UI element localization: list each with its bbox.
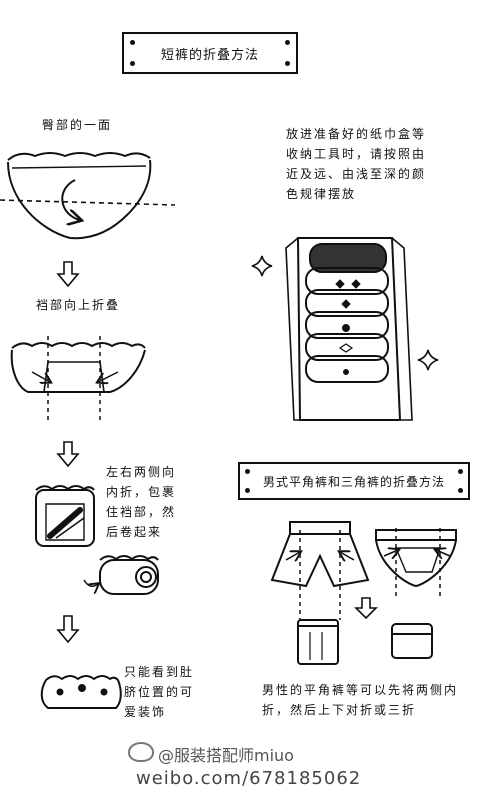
briefs-drawing bbox=[375, 528, 457, 598]
men-section-title-box: 男式平角裤和三角裤的折叠方法 bbox=[238, 462, 470, 500]
men-section-title: 男式平角裤和三角裤的折叠方法 bbox=[262, 474, 445, 489]
down-arrow-4 bbox=[354, 597, 378, 620]
step1-label: 臀部的一面 bbox=[42, 118, 113, 132]
folded-briefs-drawing bbox=[391, 623, 433, 659]
underwear-back-drawing bbox=[0, 152, 176, 240]
main-title-box: 短裤的折叠方法 bbox=[122, 32, 298, 74]
boxer-shorts-drawing bbox=[270, 521, 370, 620]
storage-box-drawing bbox=[285, 237, 413, 421]
main-title: 短裤的折叠方法 bbox=[160, 47, 259, 63]
watermark-url: weibo.com/678185062 bbox=[136, 768, 362, 789]
sides-fold-drawing bbox=[35, 485, 95, 547]
folded-boxer-drawing bbox=[297, 619, 339, 665]
down-arrow-3 bbox=[56, 615, 80, 644]
rolled-underwear-drawing bbox=[83, 555, 159, 595]
finished-roll-drawing bbox=[40, 675, 122, 709]
step4-label: 只能看到肚脐位置的可爱装饰 bbox=[124, 665, 195, 719]
weibo-logo-icon bbox=[128, 742, 154, 762]
watermark-name: @服装搭配师miuo bbox=[158, 746, 294, 765]
men-section-note: 男性的平角裤等可以先将两侧内折，然后上下对折或三折 bbox=[262, 683, 459, 717]
down-arrow-2 bbox=[56, 441, 80, 468]
down-arrow-1 bbox=[56, 261, 80, 288]
step2-label: 裆部向上折叠 bbox=[36, 298, 121, 312]
sparkle-icon bbox=[251, 255, 273, 277]
storage-note: 放进准备好的纸巾盒等收纳工具时，请按照由近及远、由浅至深的颜色规律摆放 bbox=[286, 127, 427, 201]
crotch-fold-drawing bbox=[10, 336, 146, 420]
sparkle-icon bbox=[417, 349, 439, 371]
step3-label: 左右两侧向内折，包裹住裆部，然后卷起来 bbox=[106, 465, 177, 539]
